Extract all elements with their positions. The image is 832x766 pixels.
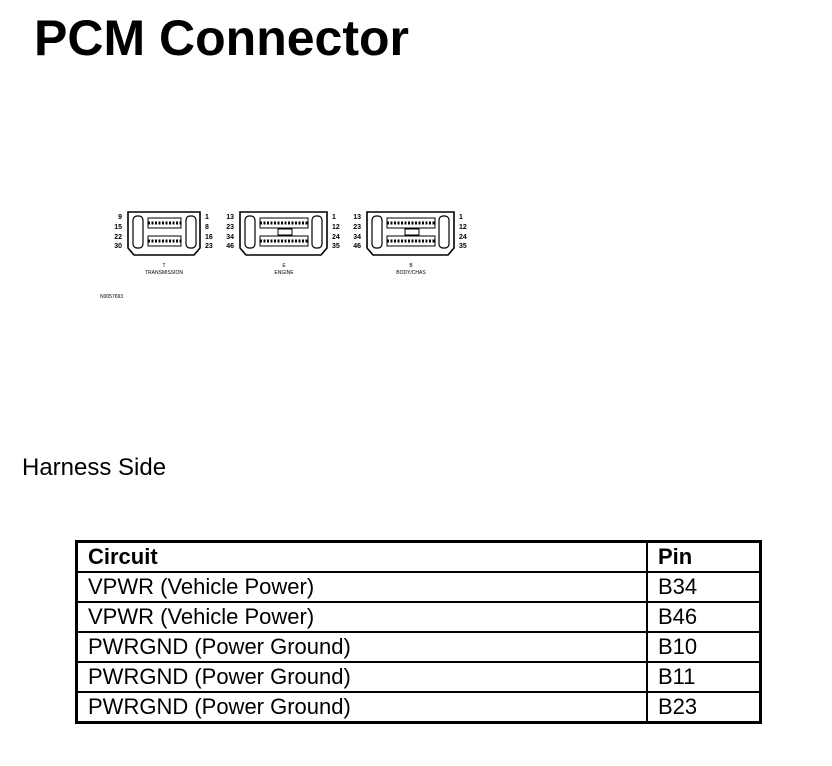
pin-number: 1 (332, 214, 336, 221)
key-slot (404, 228, 420, 236)
connector-letter: T (162, 263, 165, 269)
pin-cell: B23 (646, 691, 762, 724)
circuit-cell: PWRGND (Power Ground) (75, 691, 648, 724)
connector-diagram: 9 15 22 30 1 8 16 23 T TRANSMISSION 13 2… (100, 211, 467, 300)
page-title: PCM Connector (34, 10, 409, 66)
connector-latch (132, 215, 144, 249)
connector-latch (244, 215, 256, 249)
column-header-pin: Pin (646, 540, 762, 573)
connector-name: BODY/CHAS (396, 270, 426, 276)
pin-number: 34 (353, 234, 361, 241)
circuit-cell: VPWR (Vehicle Power) (75, 571, 648, 603)
pin-number: 1 (459, 214, 463, 221)
pin-table: Circuit Pin VPWR (Vehicle Power) B34 VPW… (75, 540, 762, 724)
connector-name: ENGINE (274, 270, 294, 276)
table-header-row: Circuit Pin (75, 540, 762, 573)
pin-number: 23 (205, 243, 213, 250)
pin-number: 23 (353, 224, 361, 231)
pin-number: 1 (205, 214, 209, 221)
key-slot (277, 228, 293, 236)
pin-number: 15 (114, 224, 122, 231)
connector-latch (185, 215, 197, 249)
connector-engine: 13 23 34 46 1 12 24 35 E ENGINE (226, 211, 340, 276)
pin-number: 35 (459, 243, 467, 250)
connector-housing (366, 211, 455, 256)
table-row: PWRGND (Power Ground) B10 (75, 631, 762, 663)
column-header-circuit: Circuit (75, 540, 648, 573)
pin-number: 13 (353, 214, 361, 221)
pin-number: 23 (226, 224, 234, 231)
pin-number: 8 (205, 224, 209, 231)
connector-letter: B (409, 263, 413, 269)
pin-number: 30 (114, 243, 122, 250)
pin-cell: B34 (646, 571, 762, 603)
connector-letter: E (282, 263, 286, 269)
pin-number: 46 (353, 243, 361, 250)
figure-id: N0057693 (100, 294, 123, 300)
connector-latch (371, 215, 383, 249)
pin-number: 12 (332, 224, 340, 231)
table-row: PWRGND (Power Ground) B23 (75, 691, 762, 724)
pin-number: 24 (332, 234, 340, 241)
circuit-cell: PWRGND (Power Ground) (75, 631, 648, 663)
connector-housing (127, 211, 201, 256)
pin-cell: B11 (646, 661, 762, 693)
table-row: PWRGND (Power Ground) B11 (75, 661, 762, 693)
harness-side-label: Harness Side (22, 454, 167, 481)
table-row: VPWR (Vehicle Power) B46 (75, 601, 762, 633)
table-row: VPWR (Vehicle Power) B34 (75, 571, 762, 603)
pin-number: 16 (205, 234, 213, 241)
connector-latch (311, 215, 323, 249)
circuit-cell: PWRGND (Power Ground) (75, 661, 648, 693)
pin-number: 46 (226, 243, 234, 250)
pin-cell: B10 (646, 631, 762, 663)
connector-body-chassis: 13 23 34 46 1 12 24 35 B BODY/CHAS (353, 211, 467, 276)
circuit-cell: VPWR (Vehicle Power) (75, 601, 648, 633)
connector-latch (438, 215, 450, 249)
connector-name: TRANSMISSION (145, 270, 183, 276)
pin-number: 22 (114, 234, 122, 241)
pin-number: 35 (332, 243, 340, 250)
pin-number: 12 (459, 224, 467, 231)
connector-transmission: 9 15 22 30 1 8 16 23 T TRANSMISSION (114, 211, 213, 276)
pin-cell: B46 (646, 601, 762, 633)
connector-housing (239, 211, 328, 256)
pin-number: 34 (226, 234, 234, 241)
pin-number: 9 (118, 214, 122, 221)
pin-number: 24 (459, 234, 467, 241)
pin-number: 13 (226, 214, 234, 221)
